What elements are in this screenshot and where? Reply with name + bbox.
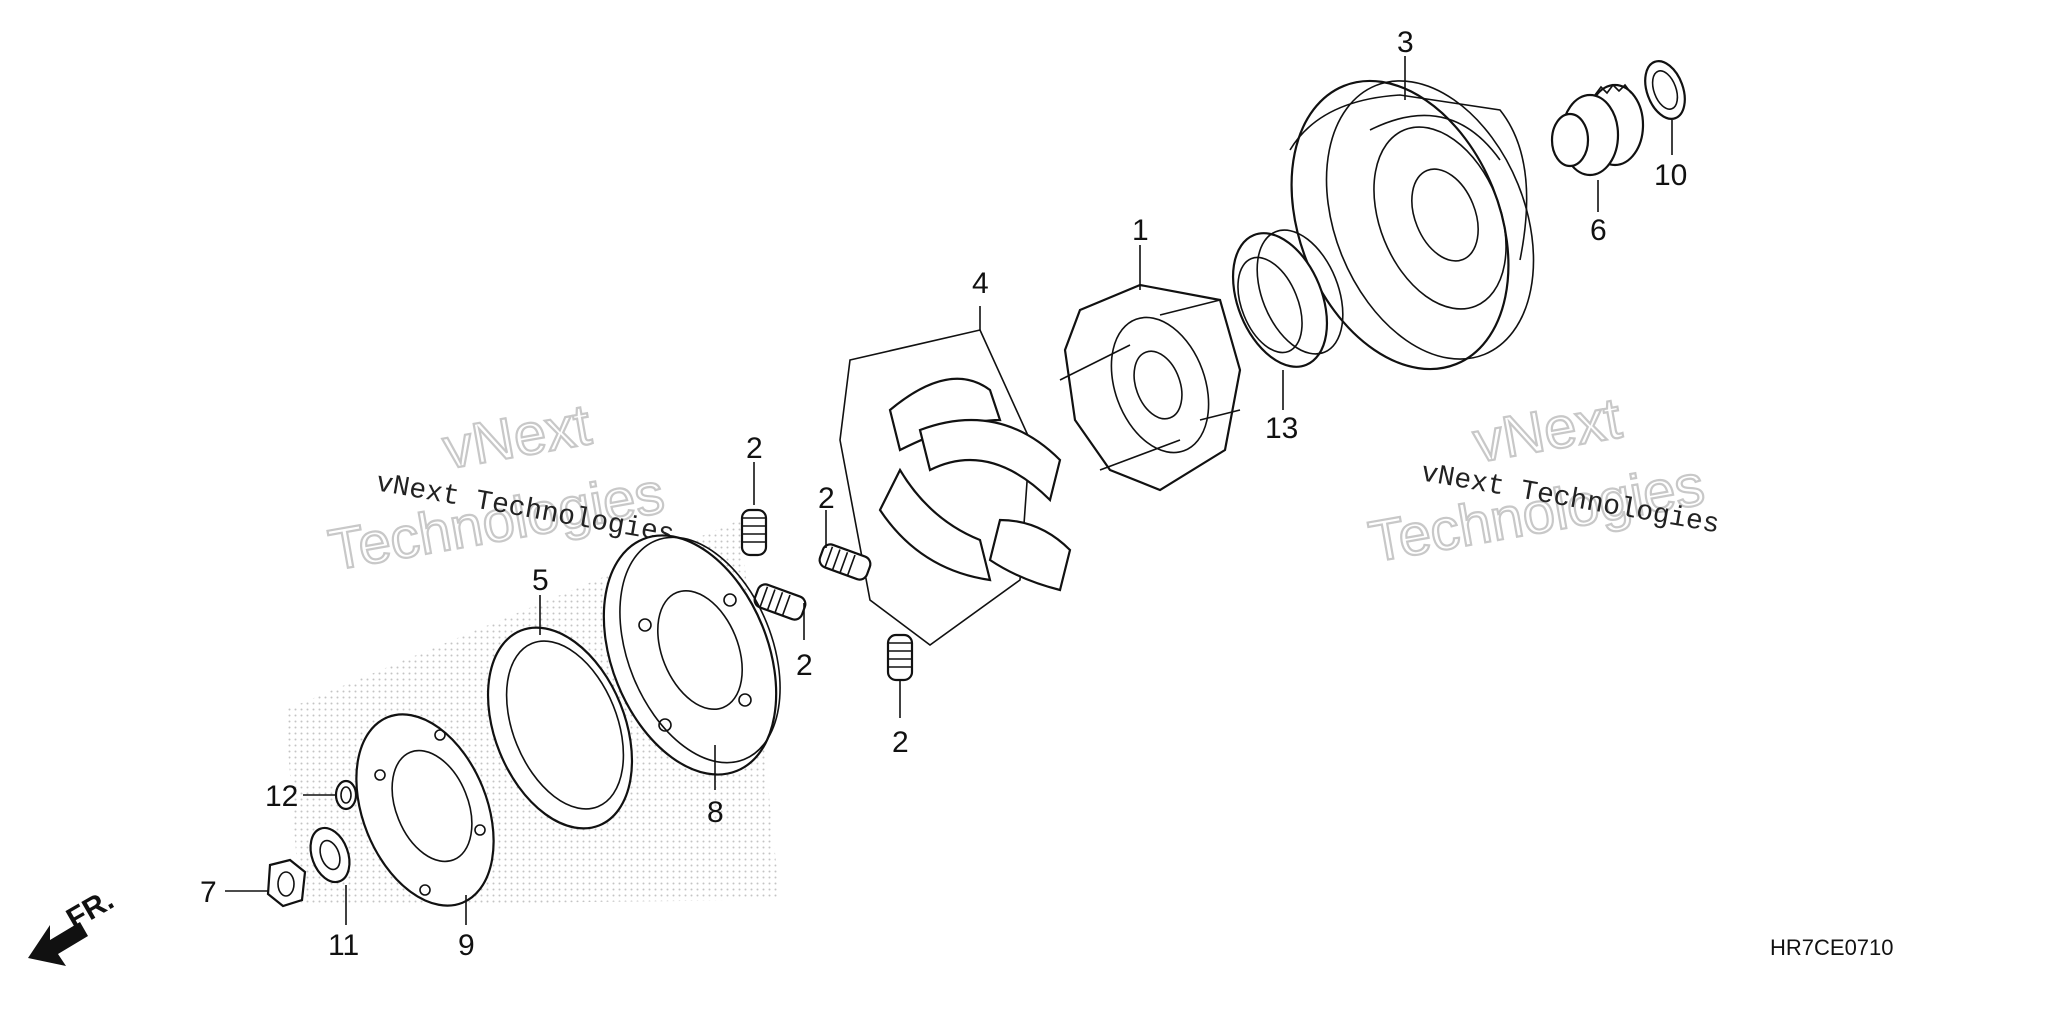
watermark-right: vNext Technologies bbox=[1363, 384, 1710, 576]
part-2-spring-d[interactable] bbox=[886, 633, 914, 682]
part-4-clutch-weight-set[interactable] bbox=[839, 329, 1072, 646]
part-5-friction-ring[interactable] bbox=[460, 606, 659, 849]
watermark-left: vNext Technologies bbox=[323, 391, 670, 584]
part-13-one-way-clutch[interactable] bbox=[1215, 217, 1360, 380]
part-8-plate[interactable] bbox=[571, 510, 811, 800]
callout-2b: 2 bbox=[818, 482, 835, 515]
callout-4: 4 bbox=[972, 267, 989, 300]
part-6-gear[interactable] bbox=[1550, 83, 1645, 177]
part-3-clutch-outer[interactable] bbox=[1251, 48, 1572, 401]
callout-1: 1 bbox=[1132, 214, 1149, 247]
front-direction-arrow: FR. bbox=[28, 883, 119, 966]
part-9-plate[interactable] bbox=[330, 694, 520, 926]
callout-2c: 2 bbox=[796, 649, 813, 682]
leader-lines bbox=[225, 56, 1673, 925]
callout-11: 11 bbox=[328, 929, 359, 962]
callout-labels: 1 2 2 2 2 3 4 5 6 7 8 9 10 11 12 13 bbox=[200, 26, 1687, 962]
part-11-washer[interactable] bbox=[304, 823, 357, 888]
part-2-spring-c[interactable] bbox=[752, 582, 807, 622]
diagram-code: HR7CE0710 bbox=[1770, 935, 1894, 960]
callout-3: 3 bbox=[1397, 26, 1414, 59]
callout-8: 8 bbox=[707, 796, 724, 829]
callout-9: 9 bbox=[458, 929, 475, 962]
part-1-drive-plate[interactable] bbox=[1059, 283, 1242, 492]
callout-2a: 2 bbox=[746, 432, 763, 465]
callout-10: 10 bbox=[1654, 159, 1687, 192]
part-10-washer[interactable] bbox=[1638, 56, 1692, 125]
callout-7: 7 bbox=[200, 876, 217, 909]
callout-12: 12 bbox=[265, 780, 298, 813]
callout-2d: 2 bbox=[892, 726, 909, 759]
part-2-spring-b[interactable] bbox=[817, 542, 872, 582]
part-12-clip[interactable] bbox=[334, 779, 358, 811]
part-7-nut[interactable] bbox=[266, 858, 307, 908]
watermark-big-1: vNext bbox=[438, 392, 595, 482]
callout-5: 5 bbox=[532, 564, 549, 597]
arrow-icon bbox=[28, 922, 88, 966]
watermark-big-3: vNext bbox=[1469, 386, 1626, 476]
callout-13: 13 bbox=[1265, 412, 1298, 445]
part-2-spring-a[interactable] bbox=[740, 508, 768, 557]
callout-6: 6 bbox=[1590, 214, 1607, 247]
